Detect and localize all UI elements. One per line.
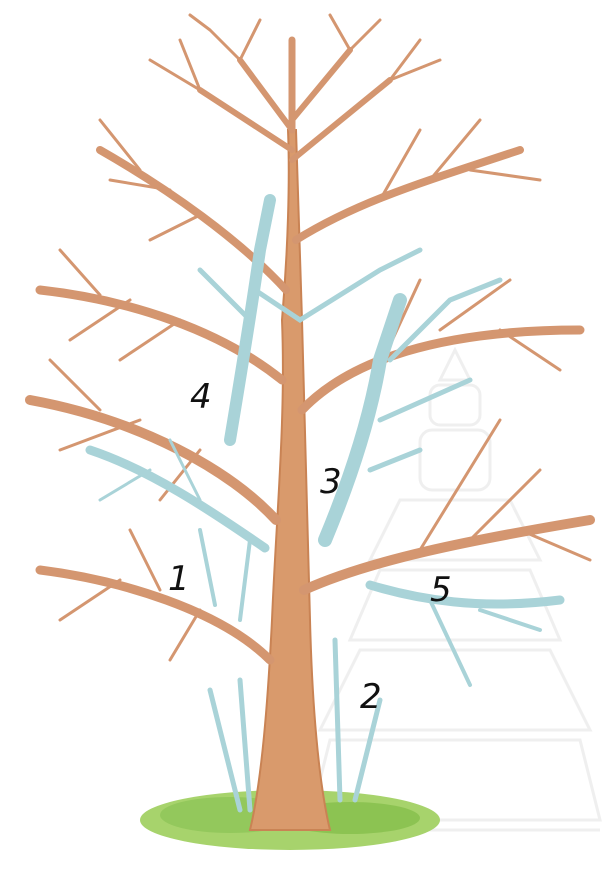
cut-branch-5 xyxy=(370,585,560,604)
label-1: 1 xyxy=(168,562,190,596)
suckers-left xyxy=(210,680,250,810)
label-4: 4 xyxy=(190,380,212,414)
label-3: 3 xyxy=(320,465,342,499)
cut-branch-3 xyxy=(325,300,400,540)
suckers-2 xyxy=(335,640,380,800)
cut-branch-1-sprouts xyxy=(200,530,250,620)
label-5: 5 xyxy=(430,573,452,607)
cut-branch-left xyxy=(90,450,265,548)
brown-branches xyxy=(30,15,590,660)
watermark-emblem xyxy=(310,350,600,830)
label-2: 2 xyxy=(360,680,382,714)
